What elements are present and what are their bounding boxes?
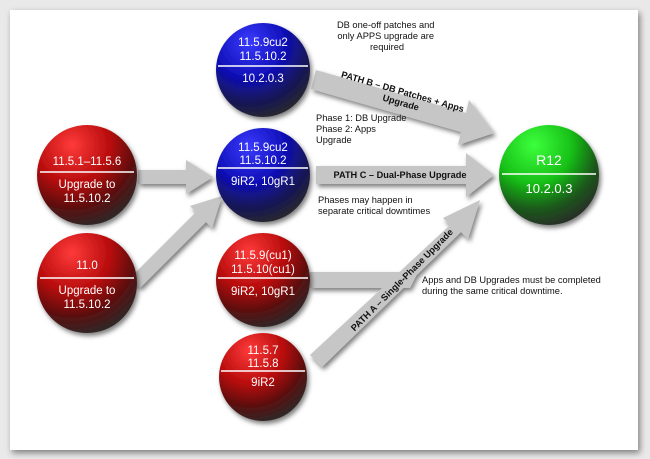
note-same-downtime: Apps and DB Upgrades must be completed d… xyxy=(422,275,603,296)
arrows xyxy=(130,70,494,367)
node-low2-line-1: 11.5.7 xyxy=(247,345,278,357)
note-downtimes: Phases may happen in separate critical d… xyxy=(318,195,430,216)
node-mid-line-1: 11.5.9cu2 xyxy=(238,142,288,154)
node-a-version: 11.5.1–11.5.6 xyxy=(53,156,122,168)
node-mid-line-2: 11.5.10.2 xyxy=(239,155,286,167)
path-c-label: PATH C – Dual-Phase Upgrade xyxy=(334,170,467,180)
node-b-version: 11.0 xyxy=(76,260,98,272)
target-title: R12 xyxy=(536,152,562,168)
node-path-c-source: 11.5.9cu2 11.5.10.2 9iR2, 10gR1 xyxy=(216,128,310,222)
node-a-bottom-2: 11.5.10.2 xyxy=(63,193,110,205)
node-low1-bottom: 9iR2, 10gR1 xyxy=(231,286,295,298)
node-top-line-2: 11.5.10.2 xyxy=(239,51,286,63)
target-version: 10.2.0.3 xyxy=(526,181,573,196)
arrow-a-to-mid xyxy=(138,160,213,194)
node-b-bottom-1: Upgrade to xyxy=(59,285,116,297)
node-mid-bottom: 9iR2, 10gR1 xyxy=(231,176,295,188)
node-low2-line-2: 11.5.8 xyxy=(247,358,278,370)
node-path-a-source-2: 11.5.7 11.5.8 9iR2 xyxy=(219,333,307,421)
note-path-b: DB one-off patches and only APPS upgrade… xyxy=(337,20,437,52)
node-top-bottom: 10.2.0.3 xyxy=(242,73,284,85)
node-top-line-1: 11.5.9cu2 xyxy=(238,37,288,49)
node-r12-target: R12 10.2.0.3 xyxy=(499,125,599,225)
diagram-canvas: 11.5.1–11.5.6 Upgrade to 11.5.10.2 11.0 … xyxy=(10,10,638,450)
upgrade-paths-diagram: 11.5.1–11.5.6 Upgrade to 11.5.10.2 11.0 … xyxy=(37,20,603,421)
node-b-bottom-2: 11.5.10.2 xyxy=(63,299,110,311)
node-11-5-1: 11.5.1–11.5.6 Upgrade to 11.5.10.2 xyxy=(37,125,137,225)
node-path-a-source-1: 11.5.9(cu1) 11.5.10(cu1) 9iR2, 10gR1 xyxy=(216,233,310,327)
node-a-bottom-1: Upgrade to xyxy=(59,179,116,191)
node-path-b-source: 11.5.9cu2 11.5.10.2 10.2.0.3 xyxy=(216,23,310,117)
arrow-path-b xyxy=(311,70,494,145)
arrow-path-c xyxy=(316,153,494,197)
node-low2-bottom: 9iR2 xyxy=(251,377,275,389)
note-phases: Phase 1: DB Upgrade Phase 2: Apps Upgrad… xyxy=(316,113,409,145)
node-low1-line-1: 11.5.9(cu1) xyxy=(234,250,291,262)
node-11-0: 11.0 Upgrade to 11.5.10.2 xyxy=(37,233,137,333)
arrow-b-to-mid xyxy=(130,196,222,288)
node-low1-line-2: 11.5.10(cu1) xyxy=(231,264,295,276)
arrow-path-a-branch xyxy=(310,272,418,288)
